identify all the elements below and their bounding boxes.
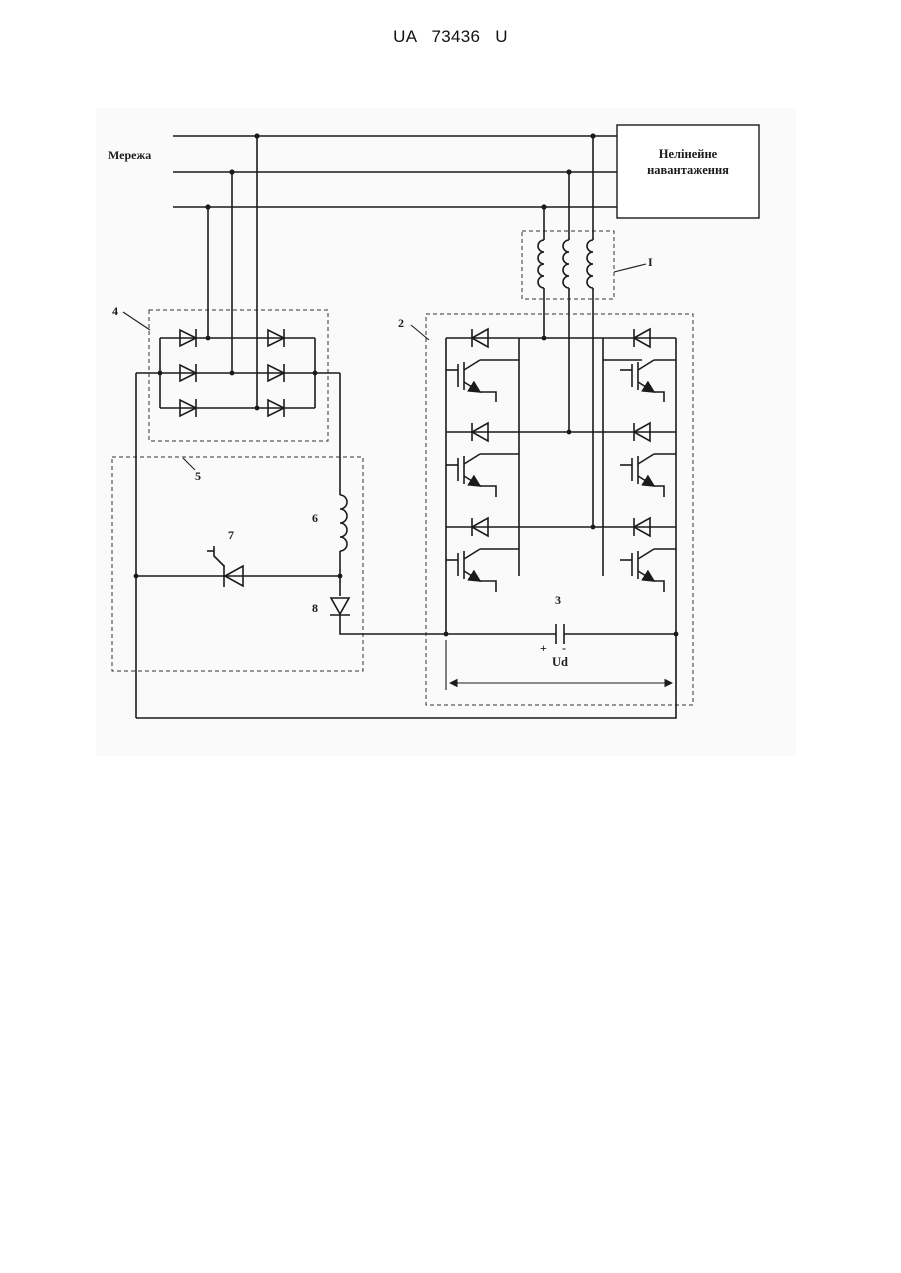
callout-leader-5: [183, 458, 195, 470]
callout-I: I: [648, 255, 653, 269]
chopper-circuit: [134, 373, 446, 718]
converter-bridge: [136, 329, 678, 718]
callout-6: 6: [312, 511, 318, 525]
callout-7: 7: [228, 528, 234, 542]
callout-2: 2: [398, 316, 404, 330]
callout-5: 5: [195, 469, 201, 483]
inductor-group: [538, 136, 593, 527]
left-leg: [446, 329, 519, 592]
callout-leader-4: [123, 312, 150, 330]
rectifier-bridge: [136, 136, 340, 417]
capacitor-minus: -: [562, 641, 566, 655]
callout-8: 8: [312, 601, 318, 615]
voltage-label: Ud: [552, 655, 568, 669]
load-label-line1: Нелінейне: [659, 147, 718, 161]
chopper-box: [112, 457, 363, 671]
grid-label: Мережа: [108, 148, 151, 162]
callout-leader-I: [614, 264, 646, 272]
rectifier-box: [149, 310, 328, 441]
callout-3: 3: [555, 593, 561, 607]
load-label-line2: навантаження: [647, 163, 729, 177]
grid-lines: [173, 133, 617, 209]
callout-4: 4: [112, 304, 118, 318]
capacitor-plus: +: [540, 641, 547, 655]
right-leg: [603, 329, 676, 592]
converter-box: [426, 314, 693, 705]
inductor-group-box: [522, 231, 614, 299]
